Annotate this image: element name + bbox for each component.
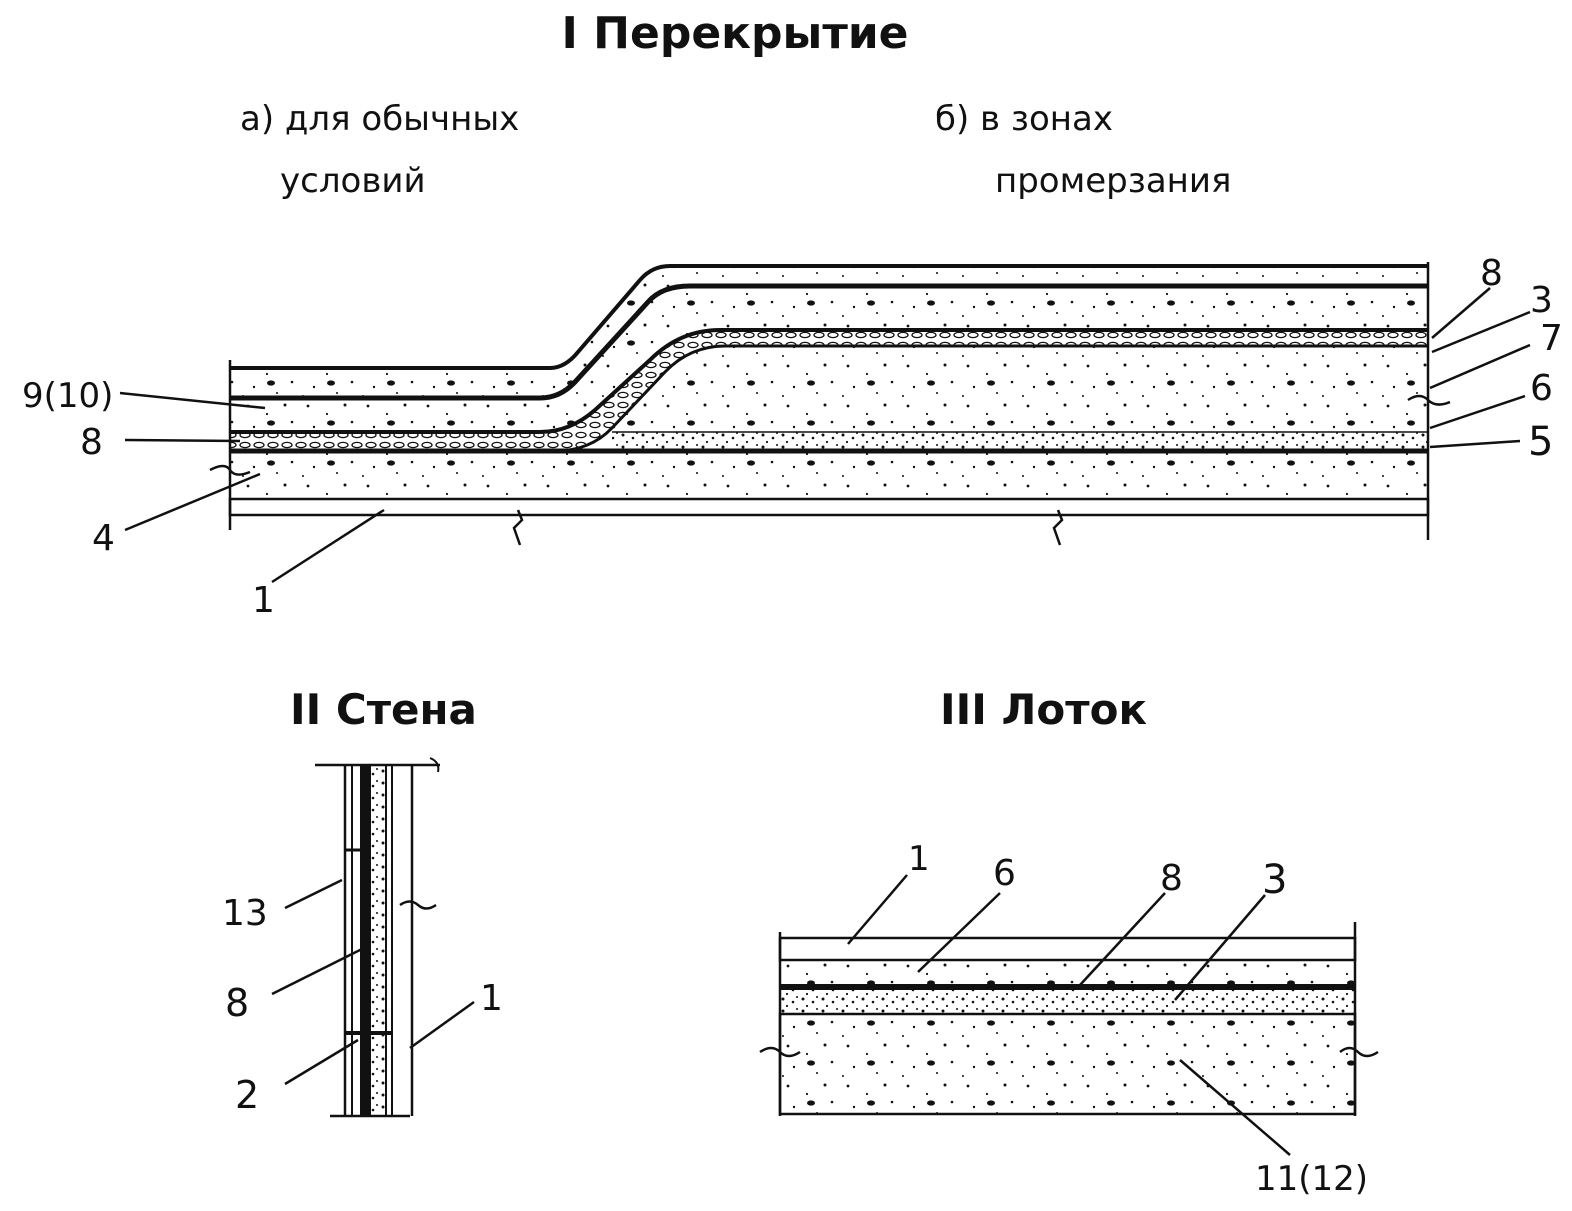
callout-6-right: 6 bbox=[1530, 368, 1553, 409]
wall-break-mark bbox=[399, 900, 437, 910]
protective-layer bbox=[230, 266, 1428, 432]
leader-3-right bbox=[1431, 310, 1531, 354]
wall-callout-13: 13 bbox=[222, 893, 268, 934]
wall-top-break bbox=[429, 757, 440, 773]
wall-callout-1: 1 bbox=[480, 978, 503, 1019]
break-mark-left bbox=[209, 464, 251, 476]
protective-top-line bbox=[230, 264, 1428, 370]
leader-9-10 bbox=[119, 391, 266, 410]
section-tray: III Лоток 1 6 8 3 11(12) bbox=[759, 685, 1379, 1199]
wall-leader-1 bbox=[409, 1000, 475, 1050]
tray-callout-6: 6 bbox=[993, 853, 1016, 894]
tray-base-concrete bbox=[778, 1012, 1357, 1116]
callout-3-right: 3 bbox=[1530, 280, 1553, 321]
tray-callout-11-12: 11(12) bbox=[1255, 1159, 1368, 1199]
section-3-title: III Лоток bbox=[940, 685, 1147, 734]
tray-top-slab bbox=[778, 936, 1357, 962]
tray-callout-8: 8 bbox=[1160, 858, 1183, 899]
section-wall: II Стена 13 8 2 1 bbox=[222, 685, 503, 1118]
section-1-title: I Перекрытие bbox=[561, 8, 908, 59]
section-2-title: II Стена bbox=[290, 685, 477, 734]
break-mark-right bbox=[1407, 394, 1451, 406]
callout-8-left: 8 bbox=[80, 422, 103, 463]
tray-leader-3 bbox=[1174, 894, 1266, 1001]
leader-6-right bbox=[1429, 394, 1526, 430]
callout-9-10: 9(10) bbox=[22, 376, 113, 416]
wall-leader-2 bbox=[284, 1038, 359, 1086]
variant-a-line2: условий bbox=[280, 161, 426, 201]
variant-b-line1: б) в зонах bbox=[935, 99, 1113, 139]
leader-4 bbox=[124, 472, 261, 532]
wall-callout-2: 2 bbox=[235, 1073, 259, 1117]
callout-5-right: 5 bbox=[1528, 419, 1553, 465]
tray-leader-6 bbox=[917, 892, 1001, 973]
membrane-lower bbox=[230, 330, 1428, 451]
tray-break-left bbox=[759, 1046, 801, 1058]
base-slab bbox=[228, 497, 1430, 517]
wall-leader-8 bbox=[271, 946, 365, 996]
protective-inner-line bbox=[230, 283, 1428, 401]
tray-screed-layer bbox=[780, 990, 1355, 1014]
leader-8-left bbox=[124, 438, 241, 443]
callout-1-bottom: 1 bbox=[252, 580, 275, 621]
insulation-layer bbox=[612, 346, 1428, 432]
tray-callout-1: 1 bbox=[908, 839, 930, 879]
tray-leader-1 bbox=[847, 874, 908, 945]
sand-layer bbox=[612, 432, 1428, 451]
variant-a-line1: а) для обычных bbox=[240, 99, 519, 139]
callout-8-right: 8 bbox=[1480, 253, 1503, 294]
screed-layer bbox=[230, 451, 1428, 499]
wall-membrane bbox=[360, 765, 370, 1116]
tray-leader-11-12 bbox=[1179, 1059, 1291, 1156]
section-floor: I Перекрытие а) для обычных условий б) в… bbox=[22, 8, 1563, 621]
callout-7-right: 7 bbox=[1540, 318, 1563, 359]
variant-b-line2: промерзания bbox=[995, 161, 1231, 201]
leader-8-right bbox=[1431, 287, 1491, 339]
callout-4: 4 bbox=[92, 518, 115, 559]
tray-leader-8 bbox=[1079, 892, 1166, 986]
wall-screed bbox=[369, 764, 387, 1117]
leader-1-bottom bbox=[271, 508, 385, 584]
leader-5-right bbox=[1429, 439, 1521, 449]
tray-callout-3: 3 bbox=[1262, 857, 1287, 903]
wall-callout-8: 8 bbox=[225, 981, 249, 1025]
break-mark-2 bbox=[1052, 509, 1064, 546]
tray-break-right bbox=[1339, 1046, 1379, 1058]
leader-7-right bbox=[1429, 343, 1531, 390]
break-mark-1 bbox=[512, 509, 524, 546]
tray-sand-layer bbox=[780, 960, 1355, 984]
wall-leader-13 bbox=[284, 878, 343, 910]
